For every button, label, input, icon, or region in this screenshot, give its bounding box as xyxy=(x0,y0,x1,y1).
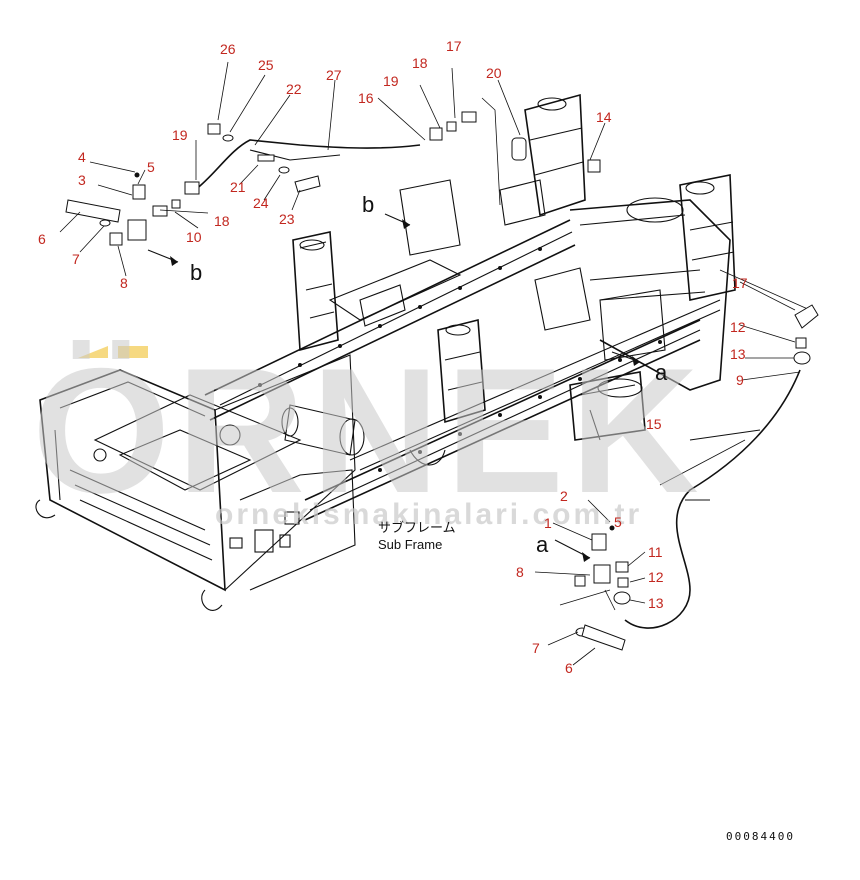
callout: 27 xyxy=(326,67,342,83)
callouts: 26 25 22 27 19 16 18 17 20 14 4 5 3 19 2… xyxy=(38,38,748,676)
callout: 7 xyxy=(72,251,80,267)
callout: 12 xyxy=(648,569,664,585)
callout: 22 xyxy=(286,81,302,97)
subframe-label-en: Sub Frame xyxy=(378,537,442,552)
subframe-label-jp: サブフレーム xyxy=(378,520,456,535)
watermark-url: ornekismakinalari.com.tr xyxy=(215,498,642,531)
watermark-accent-icon xyxy=(78,346,148,358)
callout: 15 xyxy=(646,416,662,432)
view-label-a: a xyxy=(655,360,668,385)
callout: 3 xyxy=(78,172,86,188)
callout: 8 xyxy=(516,564,524,580)
callout: 12 xyxy=(730,319,746,335)
callout: 18 xyxy=(214,213,230,229)
rail-bolts xyxy=(258,247,662,472)
callout: 10 xyxy=(186,229,202,245)
callout: 7 xyxy=(532,640,540,656)
sub-frame-drawing xyxy=(35,93,811,629)
callout: 6 xyxy=(565,660,573,676)
callout: 14 xyxy=(596,109,612,125)
callout: 13 xyxy=(730,346,746,362)
callout: 17 xyxy=(732,275,748,291)
callout: 16 xyxy=(358,90,374,106)
callout: 19 xyxy=(172,127,188,143)
callout: 23 xyxy=(279,211,295,227)
callout: 6 xyxy=(38,231,46,247)
callout: 25 xyxy=(258,57,274,73)
callout: 18 xyxy=(412,55,428,71)
view-label-b-small: b xyxy=(190,260,202,285)
diagram-labels: サブフレーム Sub Frame b b a a 00084400 xyxy=(190,192,795,843)
callout: 4 xyxy=(78,149,86,165)
callout: 11 xyxy=(648,544,663,560)
callout: 19 xyxy=(383,73,399,89)
callout: 1 xyxy=(544,515,552,531)
watermark-brand: ÖRNEK xyxy=(32,331,705,530)
callout: 20 xyxy=(486,65,502,81)
callout: 2 xyxy=(560,488,568,504)
drawing-number: 00084400 xyxy=(726,830,795,843)
callout: 5 xyxy=(147,159,155,175)
view-label-b: b xyxy=(362,192,374,217)
watermark: ÖRNEK ornekismakinalari.com.tr xyxy=(32,331,705,531)
callout: 21 xyxy=(230,179,246,195)
fittings xyxy=(65,111,819,651)
callout: 24 xyxy=(253,195,269,211)
callout: 17 xyxy=(446,38,462,54)
callout: 8 xyxy=(120,275,128,291)
callout: 13 xyxy=(648,595,664,611)
callout: 9 xyxy=(736,372,744,388)
view-label-a-detail: a xyxy=(536,532,549,557)
leader-lines xyxy=(59,61,801,666)
view-arrows xyxy=(147,213,641,562)
callout: 5 xyxy=(614,514,622,530)
callout: 26 xyxy=(220,41,236,57)
